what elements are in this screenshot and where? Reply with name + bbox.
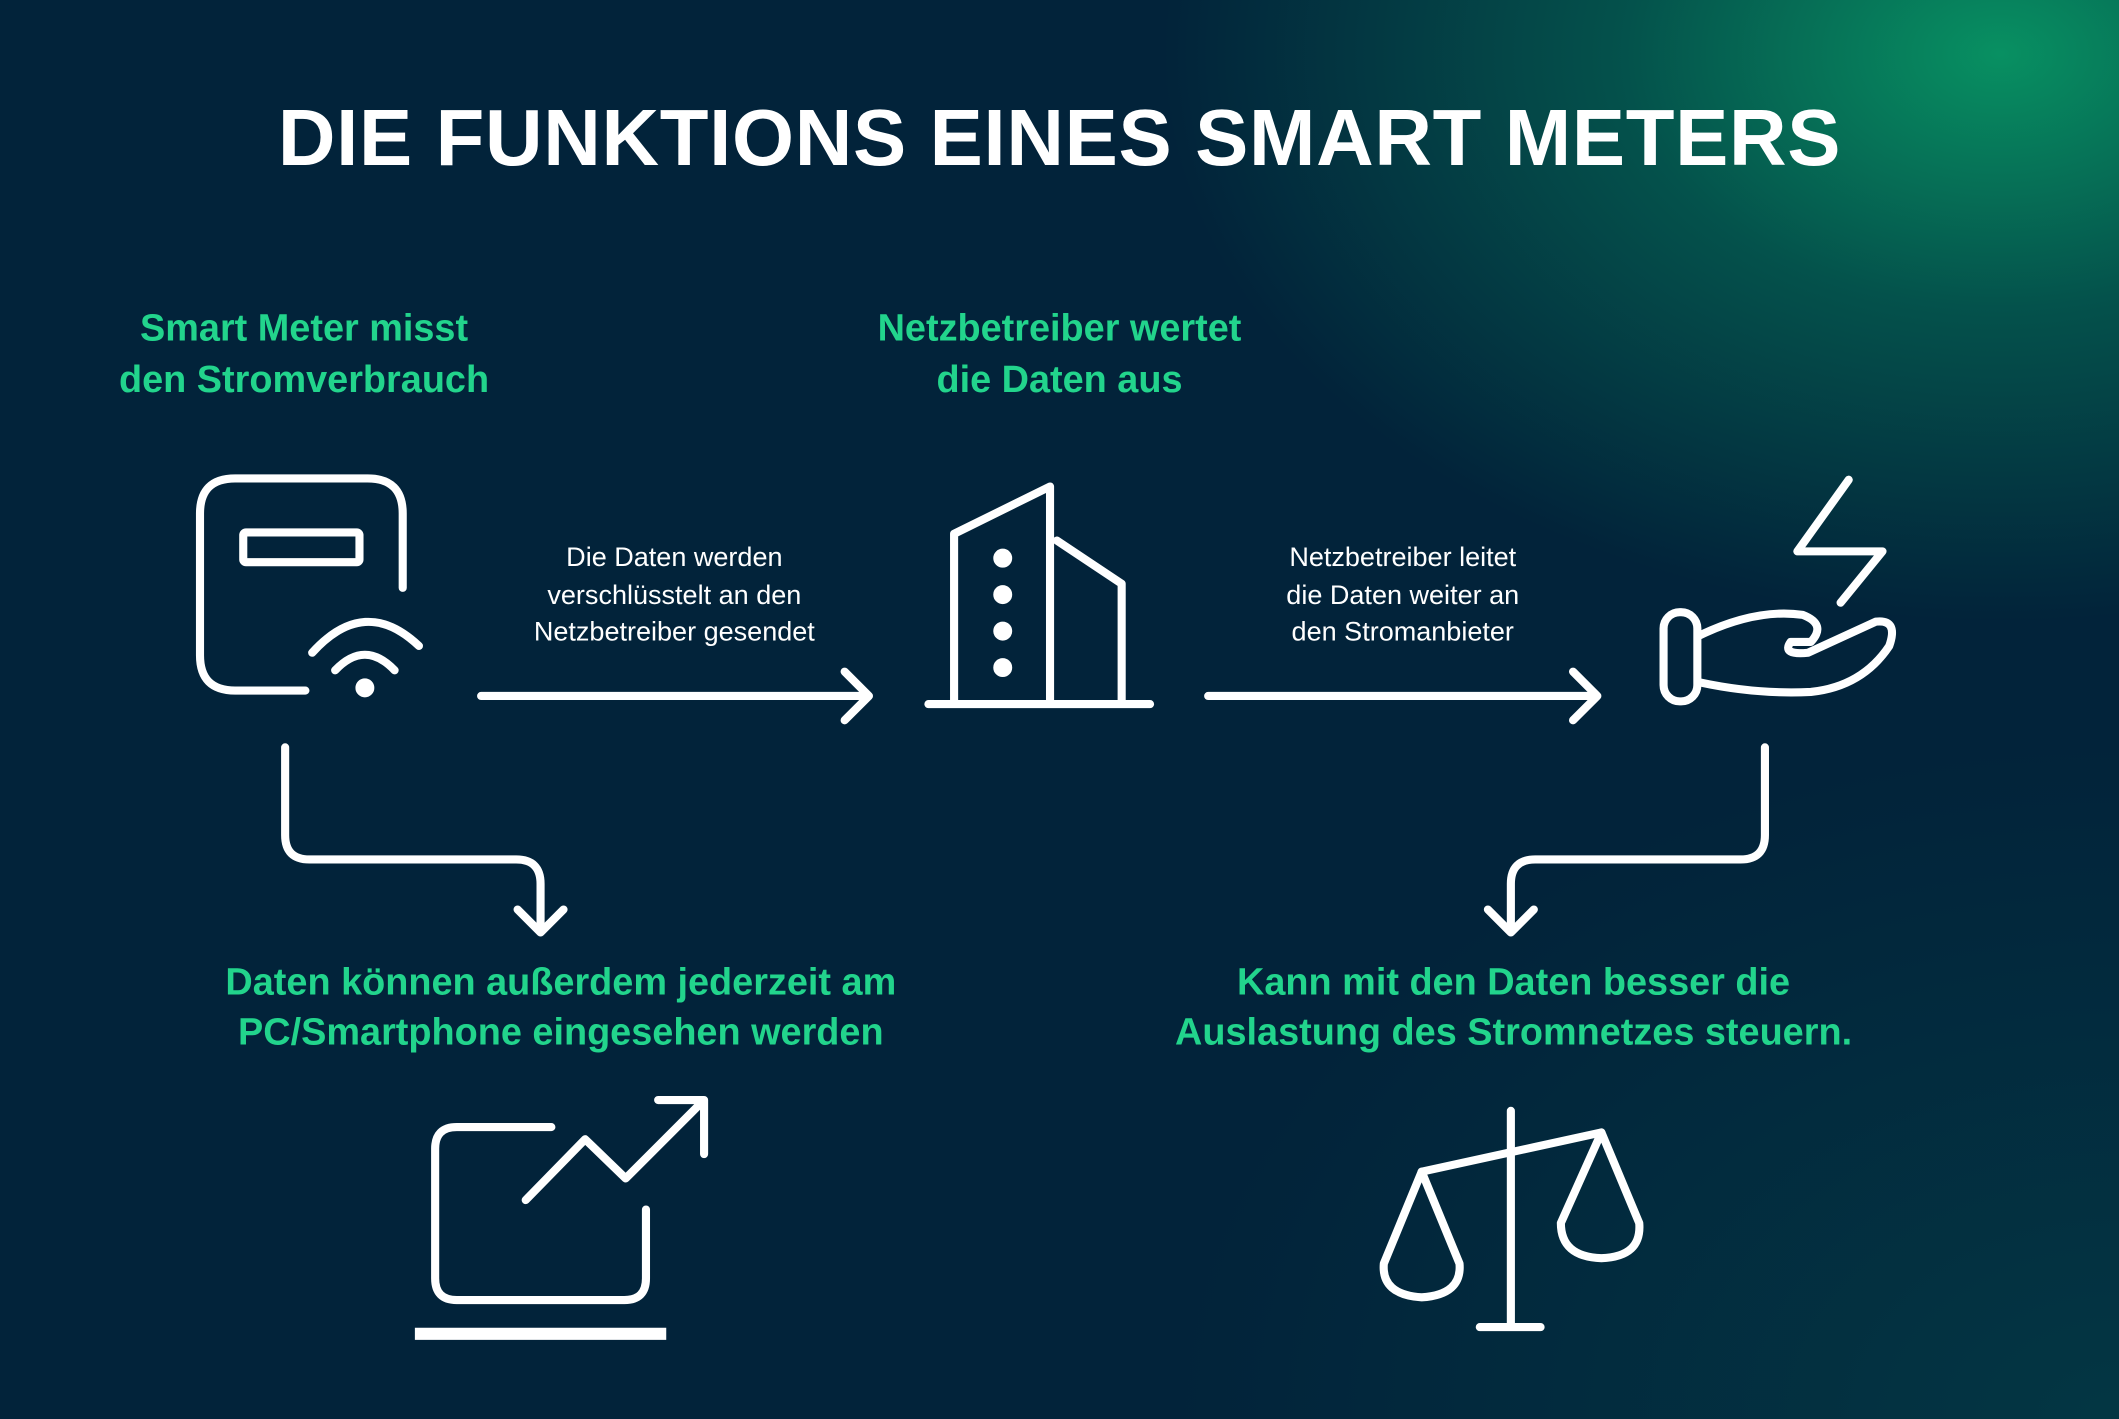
label-line: Kann mit den Daten besser die — [1237, 960, 1791, 1003]
text-line: verschlüsstelt an den — [547, 580, 802, 611]
text-line: die Daten weiter an — [1286, 580, 1520, 611]
step-pc-label: Daten können außerdem jederzeit am PC/Sm… — [155, 957, 966, 1057]
connector-arrow-down-right — [1483, 743, 1769, 937]
label-line: PC/Smartphone eingesehen werden — [238, 1010, 884, 1053]
laptop-chart-icon — [414, 1095, 709, 1340]
balance-scale-icon — [1379, 1106, 1644, 1332]
label-line: den Stromverbrauch — [119, 358, 490, 401]
step-operator-label: Netzbetreiber wertet die Daten aus — [789, 303, 1330, 406]
smart-meter-icon — [195, 474, 423, 698]
step-grid-label: Kann mit den Daten besser die Auslastung… — [1108, 957, 1919, 1057]
arrow-right-icon — [1204, 667, 1602, 725]
label-line: Daten können außerdem jederzeit am — [225, 960, 897, 1003]
label-line: Smart Meter misst — [140, 306, 469, 349]
hand-energy-icon — [1659, 475, 1897, 706]
step-meter-label: Smart Meter misst den Stromverbrauch — [54, 303, 554, 406]
arrow-right-icon — [477, 667, 874, 725]
arrow-text-to-supplier: Netzbetreiber leitet die Daten weiter an… — [1200, 541, 1605, 652]
text-line: Netzbetreiber leitet — [1289, 543, 1517, 573]
text-line: den Stromanbieter — [1291, 617, 1514, 648]
label-line: Auslastung des Stromnetzes steuern. — [1175, 1010, 1853, 1053]
text-line: Netzbetreiber gesendet — [533, 617, 815, 648]
text-line: Die Daten werden — [566, 543, 783, 573]
arrow-text-to-operator: Die Daten werden verschlüsstelt an den N… — [472, 541, 877, 652]
page-title: DIE FUNKTIONS EINES SMART METERS — [277, 93, 1842, 183]
connector-arrow-down-left — [281, 743, 568, 937]
building-icon — [924, 482, 1155, 709]
label-line: Netzbetreiber wertet — [877, 306, 1242, 349]
label-line: die Daten aus — [936, 358, 1183, 401]
